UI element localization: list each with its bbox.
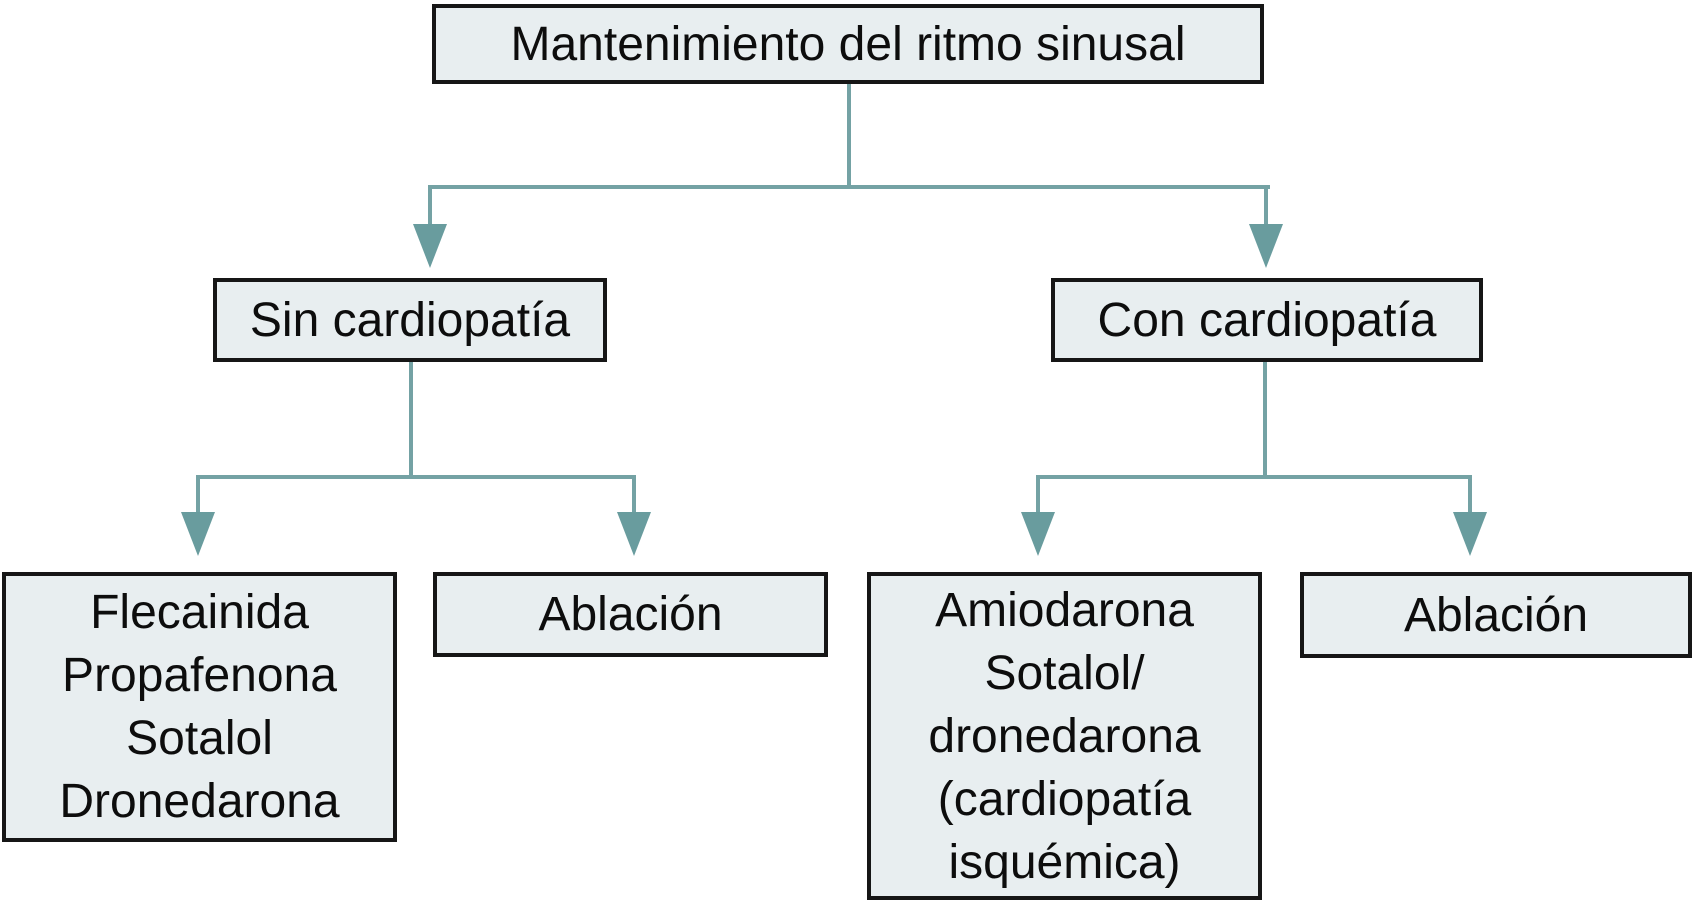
connector-con-stem xyxy=(1263,360,1267,479)
connector-sin-stem xyxy=(409,360,413,479)
arrow-down-icon xyxy=(181,512,215,556)
node-root: Mantenimiento del ritmo sinusal xyxy=(432,4,1264,84)
node-ablacion-con: Ablación xyxy=(1300,572,1692,658)
connector-con-drop-right xyxy=(1468,475,1472,517)
connector-root-drop-left xyxy=(428,185,432,230)
connector-root-hline xyxy=(428,185,1270,189)
drug-name: Sotalol xyxy=(126,712,273,765)
arrow-down-icon xyxy=(1249,224,1283,268)
arrow-down-icon xyxy=(413,224,447,268)
drug-name: Propafenona xyxy=(62,649,337,702)
node-con-cardiopatia-label: Con cardiopatía xyxy=(1097,293,1437,347)
connector-con-drop-left xyxy=(1036,475,1040,517)
node-drugs-sin-cardiopatia: Flecainida Propafenona Sotalol Dronedaro… xyxy=(2,572,397,842)
drug-name: (cardiopatía xyxy=(937,772,1192,826)
node-root-label: Mantenimiento del ritmo sinusal xyxy=(510,17,1186,71)
drug-name: Flecainida xyxy=(90,586,309,639)
connector-sin-drop-left xyxy=(196,475,200,517)
connector-con-hline xyxy=(1036,475,1472,479)
connector-sin-drop-right xyxy=(632,475,636,517)
arrow-down-icon xyxy=(617,512,651,556)
drug-name: isquémica) xyxy=(948,835,1181,889)
node-sin-cardiopatia: Sin cardiopatía xyxy=(213,278,607,362)
arrow-down-icon xyxy=(1453,512,1487,556)
connector-root-drop-right xyxy=(1264,185,1268,230)
node-ablacion-con-label: Ablación xyxy=(1403,588,1589,642)
drug-name: Dronedarona xyxy=(59,775,340,828)
node-sin-cardiopatia-label: Sin cardiopatía xyxy=(249,293,571,347)
arrow-down-icon xyxy=(1021,512,1055,556)
node-con-cardiopatia: Con cardiopatía xyxy=(1051,278,1483,362)
connector-sin-hline xyxy=(196,475,636,479)
node-ablacion-sin: Ablación xyxy=(433,572,828,657)
connector-root-stem xyxy=(847,84,851,189)
drug-name: Sotalol/ xyxy=(984,646,1145,700)
node-drugs-con-cardiopatia: Amiodarona Sotalol/ dronedarona (cardiop… xyxy=(867,572,1262,900)
drug-name: Amiodarona xyxy=(935,583,1194,637)
drug-name: dronedarona xyxy=(928,709,1201,763)
node-ablacion-sin-label: Ablación xyxy=(538,588,723,641)
